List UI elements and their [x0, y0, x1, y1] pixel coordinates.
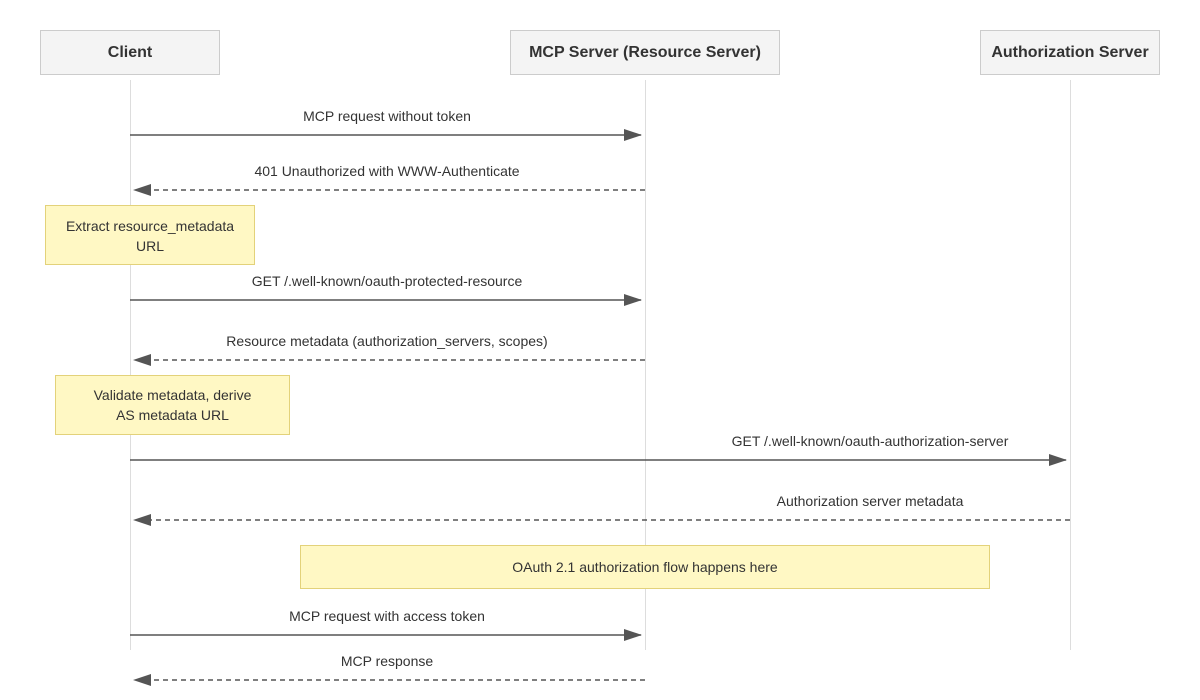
lifeline-client [130, 80, 131, 650]
message-label: MCP response [340, 653, 434, 669]
message-label: Authorization server metadata [776, 493, 964, 509]
note-line: OAuth 2.1 authorization flow happens her… [512, 559, 778, 575]
note-line: AS metadata URL [116, 407, 229, 423]
note-oauth-flow: OAuth 2.1 authorization flow happens her… [300, 545, 990, 589]
message-label: GET /.well-known/oauth-protected-resourc… [251, 273, 523, 289]
message-label: MCP request without token [303, 108, 471, 124]
note-extract-metadata: Extract resource_metadata URL [45, 205, 255, 265]
participant-client: Client [40, 30, 220, 75]
participant-auth-server: Authorization Server [980, 30, 1160, 75]
message-label: GET /.well-known/oauth-authorization-ser… [731, 433, 1009, 449]
note-line: Validate metadata, derive [93, 387, 252, 403]
note-line: Extract resource_metadata URL [65, 218, 235, 254]
message-label: Resource metadata (authorization_servers… [226, 333, 548, 349]
message-label: 401 Unauthorized with WWW-Authenticate [254, 163, 520, 179]
note-validate-metadata: Validate metadata, derive AS metadata UR… [55, 375, 290, 435]
message-label: MCP request with access token [289, 608, 485, 624]
participant-mcp-server: MCP Server (Resource Server) [510, 30, 780, 75]
lifeline-mcp-server [645, 80, 646, 650]
lifeline-auth-server [1070, 80, 1071, 650]
